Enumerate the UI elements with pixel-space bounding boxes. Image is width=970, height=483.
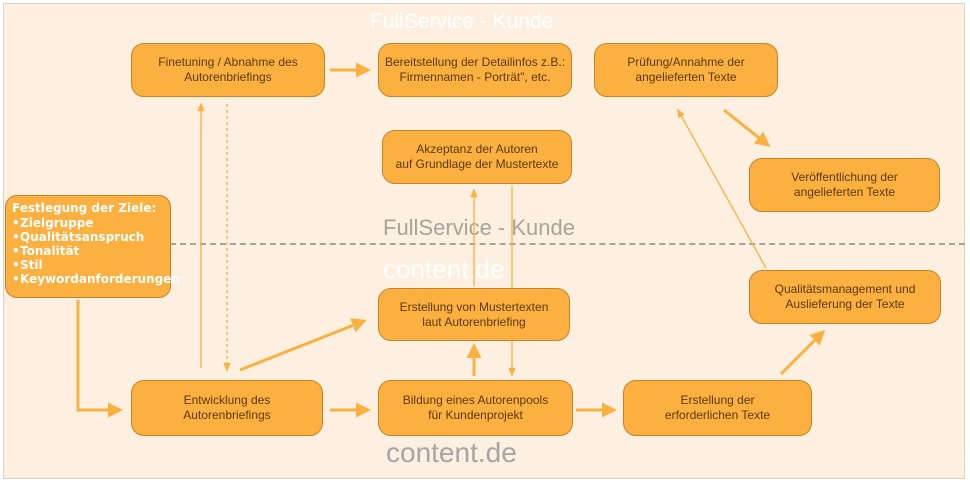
box-bildung-autorenpool: Bildung eines Autorenpools für Kundenpro… <box>378 380 573 436</box>
arrow-qualitaet-to-pruefung <box>677 108 767 269</box>
goals-item-qualitaetsanspruch: Qualitätsanspruch <box>12 230 164 244</box>
arrow-pruefung-to-veroeffentlichung <box>723 108 771 147</box>
goals-item-keywordanforderungen: Keywordanforderungen <box>12 272 180 286</box>
box-pruefung: Prüfung/Annahme der angelieferten Texte <box>594 43 778 97</box>
goals-item-zielgruppe: Zielgruppe <box>12 216 164 230</box>
watermark-fullservice-mid: FullService - Kunde <box>383 215 575 240</box>
goals-box: Festlegung der Ziele: Zielgruppe Qualitä… <box>5 195 180 298</box>
box-finetuning: Finetuning / Abnahme des Autorenbriefing… <box>131 43 325 97</box>
goals-list: Zielgruppe Qualitätsanspruch Tonalität S… <box>12 216 180 286</box>
goals-title: Festlegung der Ziele: <box>12 201 157 215</box>
box-entwicklung: Entwicklung des Autorenbriefings <box>131 380 323 436</box>
watermark-fullservice-top: FullService - Kunde <box>370 10 554 33</box>
arrow-goals-to-entwicklung <box>76 300 123 418</box>
box-qualitaetsmanagement: Qualitätsmanagement und Auslieferung der… <box>749 270 941 324</box>
box-akzeptanz: Akzeptanz der Autoren auf Grundlage der … <box>382 130 572 184</box>
goals-item-stil: Stil <box>12 258 164 272</box>
customer-provider-divider <box>170 243 965 245</box>
box-veroeffentlichung: Veröffentlichung der angelieferten Texte <box>749 158 940 212</box>
box-erstellung-texte: Erstellung der erforderlichen Texte <box>623 380 812 436</box>
arrow-erstellung-texte-to-qualitaet <box>779 329 826 376</box>
box-bereitstellung: Bereitstellung der Detailinfos z.B.: Fir… <box>378 43 572 97</box>
box-erstellung-mustertexte: Erstellung von Mustertexten laut Autoren… <box>378 288 570 341</box>
goals-item-tonalitaet: Tonalität <box>12 244 164 258</box>
arrow-entwicklung-to-erstellung-muster <box>239 318 367 372</box>
watermark-content-mid: content.de <box>383 254 505 284</box>
watermark-content-bottom: content.de <box>386 437 517 468</box>
